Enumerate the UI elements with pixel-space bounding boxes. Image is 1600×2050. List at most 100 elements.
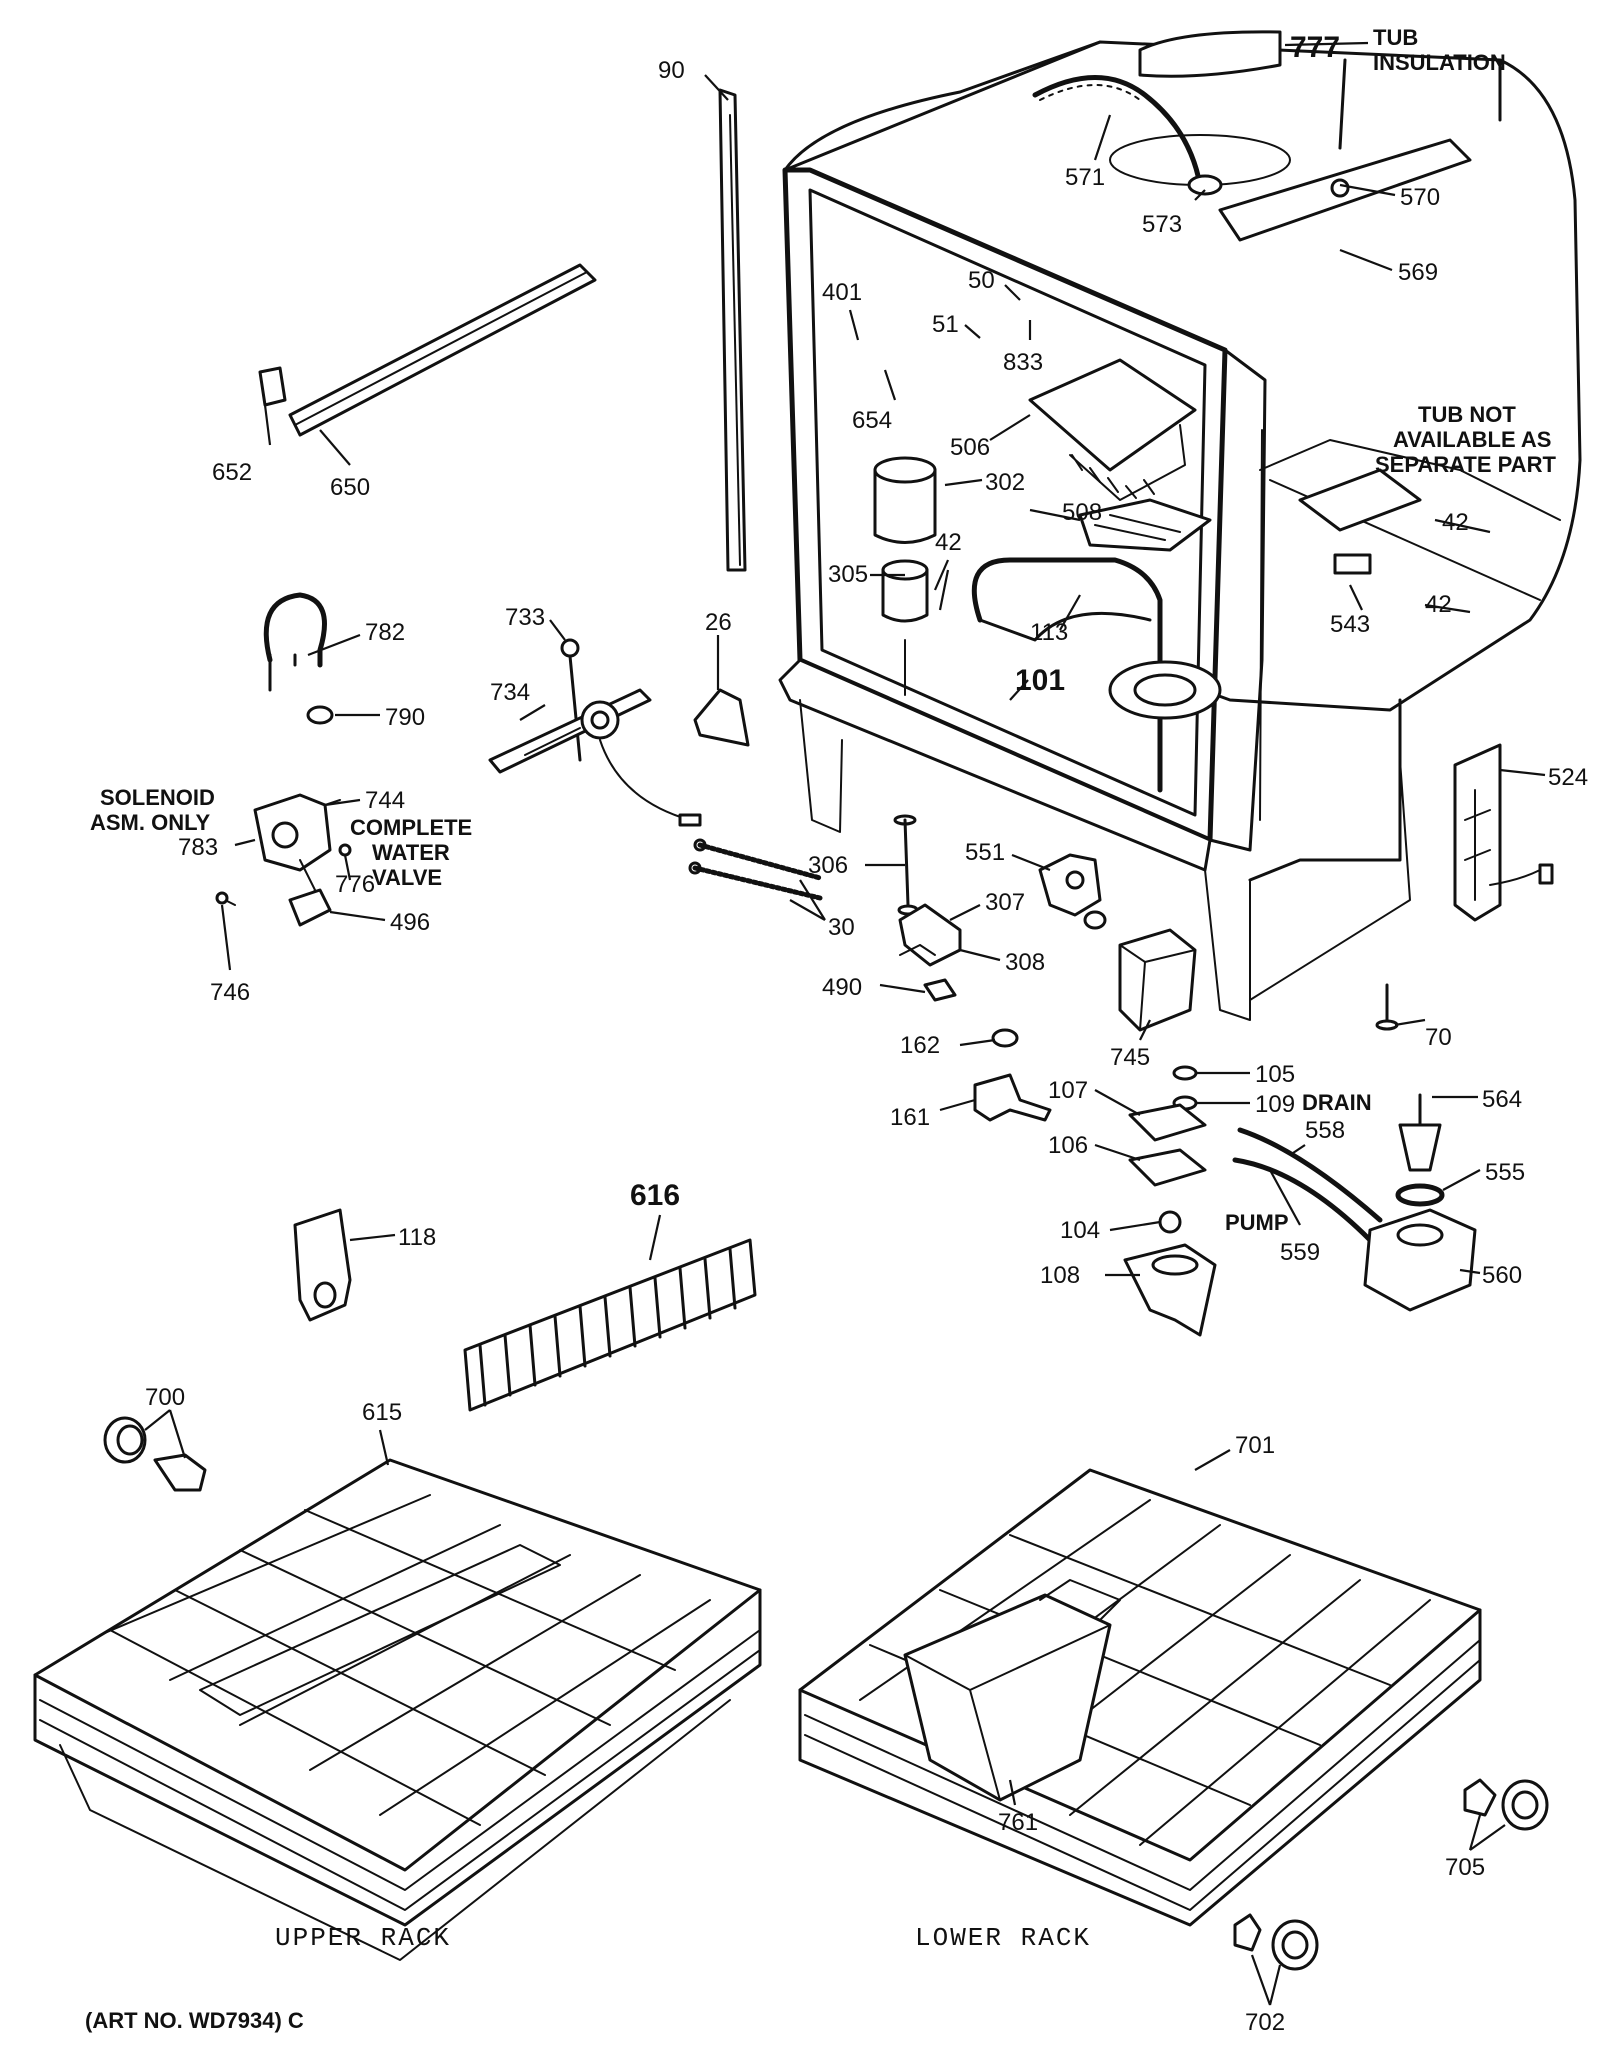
callout-506: 506 xyxy=(950,434,990,461)
callout-551: 551 xyxy=(965,839,1005,866)
upper-rack-icon xyxy=(33,1458,762,1961)
callout-654: 654 xyxy=(852,407,892,434)
callout-570: 570 xyxy=(1400,184,1440,211)
callout-555: 555 xyxy=(1485,1159,1525,1186)
leader-lines xyxy=(144,41,1546,2006)
door-spring-icon xyxy=(688,838,823,901)
callout-559: 559 xyxy=(1280,1239,1320,1266)
note-tub-insulation-line1: TUB xyxy=(1373,25,1418,50)
lower-rack-icon xyxy=(798,1468,1482,1927)
callout-26: 26 xyxy=(705,609,732,636)
caption-lower-rack: LOWER RACK xyxy=(915,1923,1091,1953)
callout-734: 734 xyxy=(490,679,530,706)
note-tub-not-available-line3: SEPARATE PART xyxy=(1375,452,1556,477)
callout-569: 569 xyxy=(1398,259,1438,286)
dishwasher-tub-icon xyxy=(778,30,1582,1021)
callout-776: 776 xyxy=(335,871,375,898)
callout-790: 790 xyxy=(385,704,425,731)
callout-508: 508 xyxy=(1062,499,1102,526)
callout-106: 106 xyxy=(1048,1132,1088,1159)
callout-162: 162 xyxy=(900,1032,940,1059)
callout-105: 105 xyxy=(1255,1061,1295,1088)
water-valve-icon xyxy=(215,793,352,927)
note-valve-line1: COMPLETE xyxy=(350,815,472,840)
callout-702: 702 xyxy=(1245,2009,1285,2036)
callout-700: 700 xyxy=(145,1384,185,1411)
rack-clip-icon xyxy=(293,1208,352,1322)
callout-777: 777 xyxy=(1290,31,1340,64)
pump-impeller-stack-icon xyxy=(1123,1065,1217,1337)
callout-306: 306 xyxy=(808,852,848,879)
note-solenoid-line1: SOLENOID xyxy=(100,785,215,810)
callout-705: 705 xyxy=(1445,1854,1485,1881)
callout-573: 573 xyxy=(1142,211,1182,238)
callout-307: 307 xyxy=(985,889,1025,916)
note-solenoid-line2: ASM. ONLY xyxy=(90,810,211,835)
callout-51: 51 xyxy=(932,311,959,338)
note-tub-not-available-line1: TUB NOT xyxy=(1418,402,1516,427)
note-tub-not-available-line2: AVAILABLE AS xyxy=(1393,427,1551,452)
door-cam-icon xyxy=(693,688,750,747)
rack-divider-icon xyxy=(463,1238,757,1412)
callout-labels: 777 90 571 573 570 569 401 50 51 833 654… xyxy=(145,31,1588,2036)
rack-roller-icon xyxy=(103,1416,207,1492)
callout-161: 161 xyxy=(890,1104,930,1131)
callout-783: 783 xyxy=(178,834,218,861)
callout-401: 401 xyxy=(822,279,862,306)
callout-108: 108 xyxy=(1040,1262,1080,1289)
callout-302: 302 xyxy=(985,469,1025,496)
callout-615: 615 xyxy=(362,1399,402,1426)
lower-rack-roller-icon xyxy=(1233,1778,1549,1971)
callout-558: 558 xyxy=(1305,1117,1345,1144)
callout-650: 650 xyxy=(330,474,370,501)
art-number: (ART NO. WD7934) C xyxy=(85,2008,304,2033)
callout-524: 524 xyxy=(1548,764,1588,791)
callout-109: 109 xyxy=(1255,1091,1295,1118)
callout-70: 70 xyxy=(1425,1024,1452,1051)
hose-icon xyxy=(263,592,334,725)
callout-118: 118 xyxy=(398,1224,436,1251)
callout-104: 104 xyxy=(1060,1217,1100,1244)
callout-744: 744 xyxy=(365,787,405,814)
note-pump: PUMP xyxy=(1225,1210,1289,1235)
callout-564: 564 xyxy=(1482,1086,1522,1113)
callout-113: 113 xyxy=(1030,619,1068,646)
callout-42c: 42 xyxy=(1425,591,1452,618)
callout-701: 701 xyxy=(1235,1432,1275,1459)
door-seal-strip-icon xyxy=(718,88,747,572)
callout-496: 496 xyxy=(390,909,430,936)
callout-746: 746 xyxy=(210,979,250,1006)
caption-upper-rack: UPPER RACK xyxy=(275,1923,451,1953)
callout-490: 490 xyxy=(822,974,862,1001)
note-valve-line3: VALVE xyxy=(372,865,442,890)
callout-782: 782 xyxy=(365,619,405,646)
callout-652: 652 xyxy=(212,459,252,486)
note-drain: DRAIN xyxy=(1302,1090,1372,1115)
callout-308: 308 xyxy=(1005,949,1045,976)
bracket-icon xyxy=(973,1028,1052,1122)
callout-833: 833 xyxy=(1003,349,1043,376)
callout-305: 305 xyxy=(828,561,868,588)
callout-761: 761 xyxy=(998,1809,1038,1836)
captions: UPPER RACK LOWER RACK (ART NO. WD7934) C xyxy=(85,1923,1091,2033)
callout-107: 107 xyxy=(1048,1077,1088,1104)
callout-745: 745 xyxy=(1110,1044,1150,1071)
leveling-leg-icon xyxy=(1375,983,1399,1031)
rack-rail-icon xyxy=(258,263,597,437)
callout-50: 50 xyxy=(968,267,995,294)
callout-101: 101 xyxy=(1015,664,1065,697)
callout-42b: 42 xyxy=(1442,509,1469,536)
callout-571: 571 xyxy=(1065,164,1105,191)
notes: TUB INSULATION TUB NOT AVAILABLE AS SEPA… xyxy=(90,25,1556,1235)
door-latch-icon xyxy=(488,638,702,827)
callout-42a: 42 xyxy=(935,529,962,556)
note-tub-insulation-line2: INSULATION xyxy=(1373,50,1506,75)
callout-90: 90 xyxy=(658,57,685,84)
callout-733: 733 xyxy=(505,604,545,631)
callout-616: 616 xyxy=(630,1179,680,1212)
callout-30: 30 xyxy=(828,914,855,941)
callout-560: 560 xyxy=(1482,1262,1522,1289)
note-valve-line2: WATER xyxy=(372,840,450,865)
callout-543: 543 xyxy=(1330,611,1370,638)
